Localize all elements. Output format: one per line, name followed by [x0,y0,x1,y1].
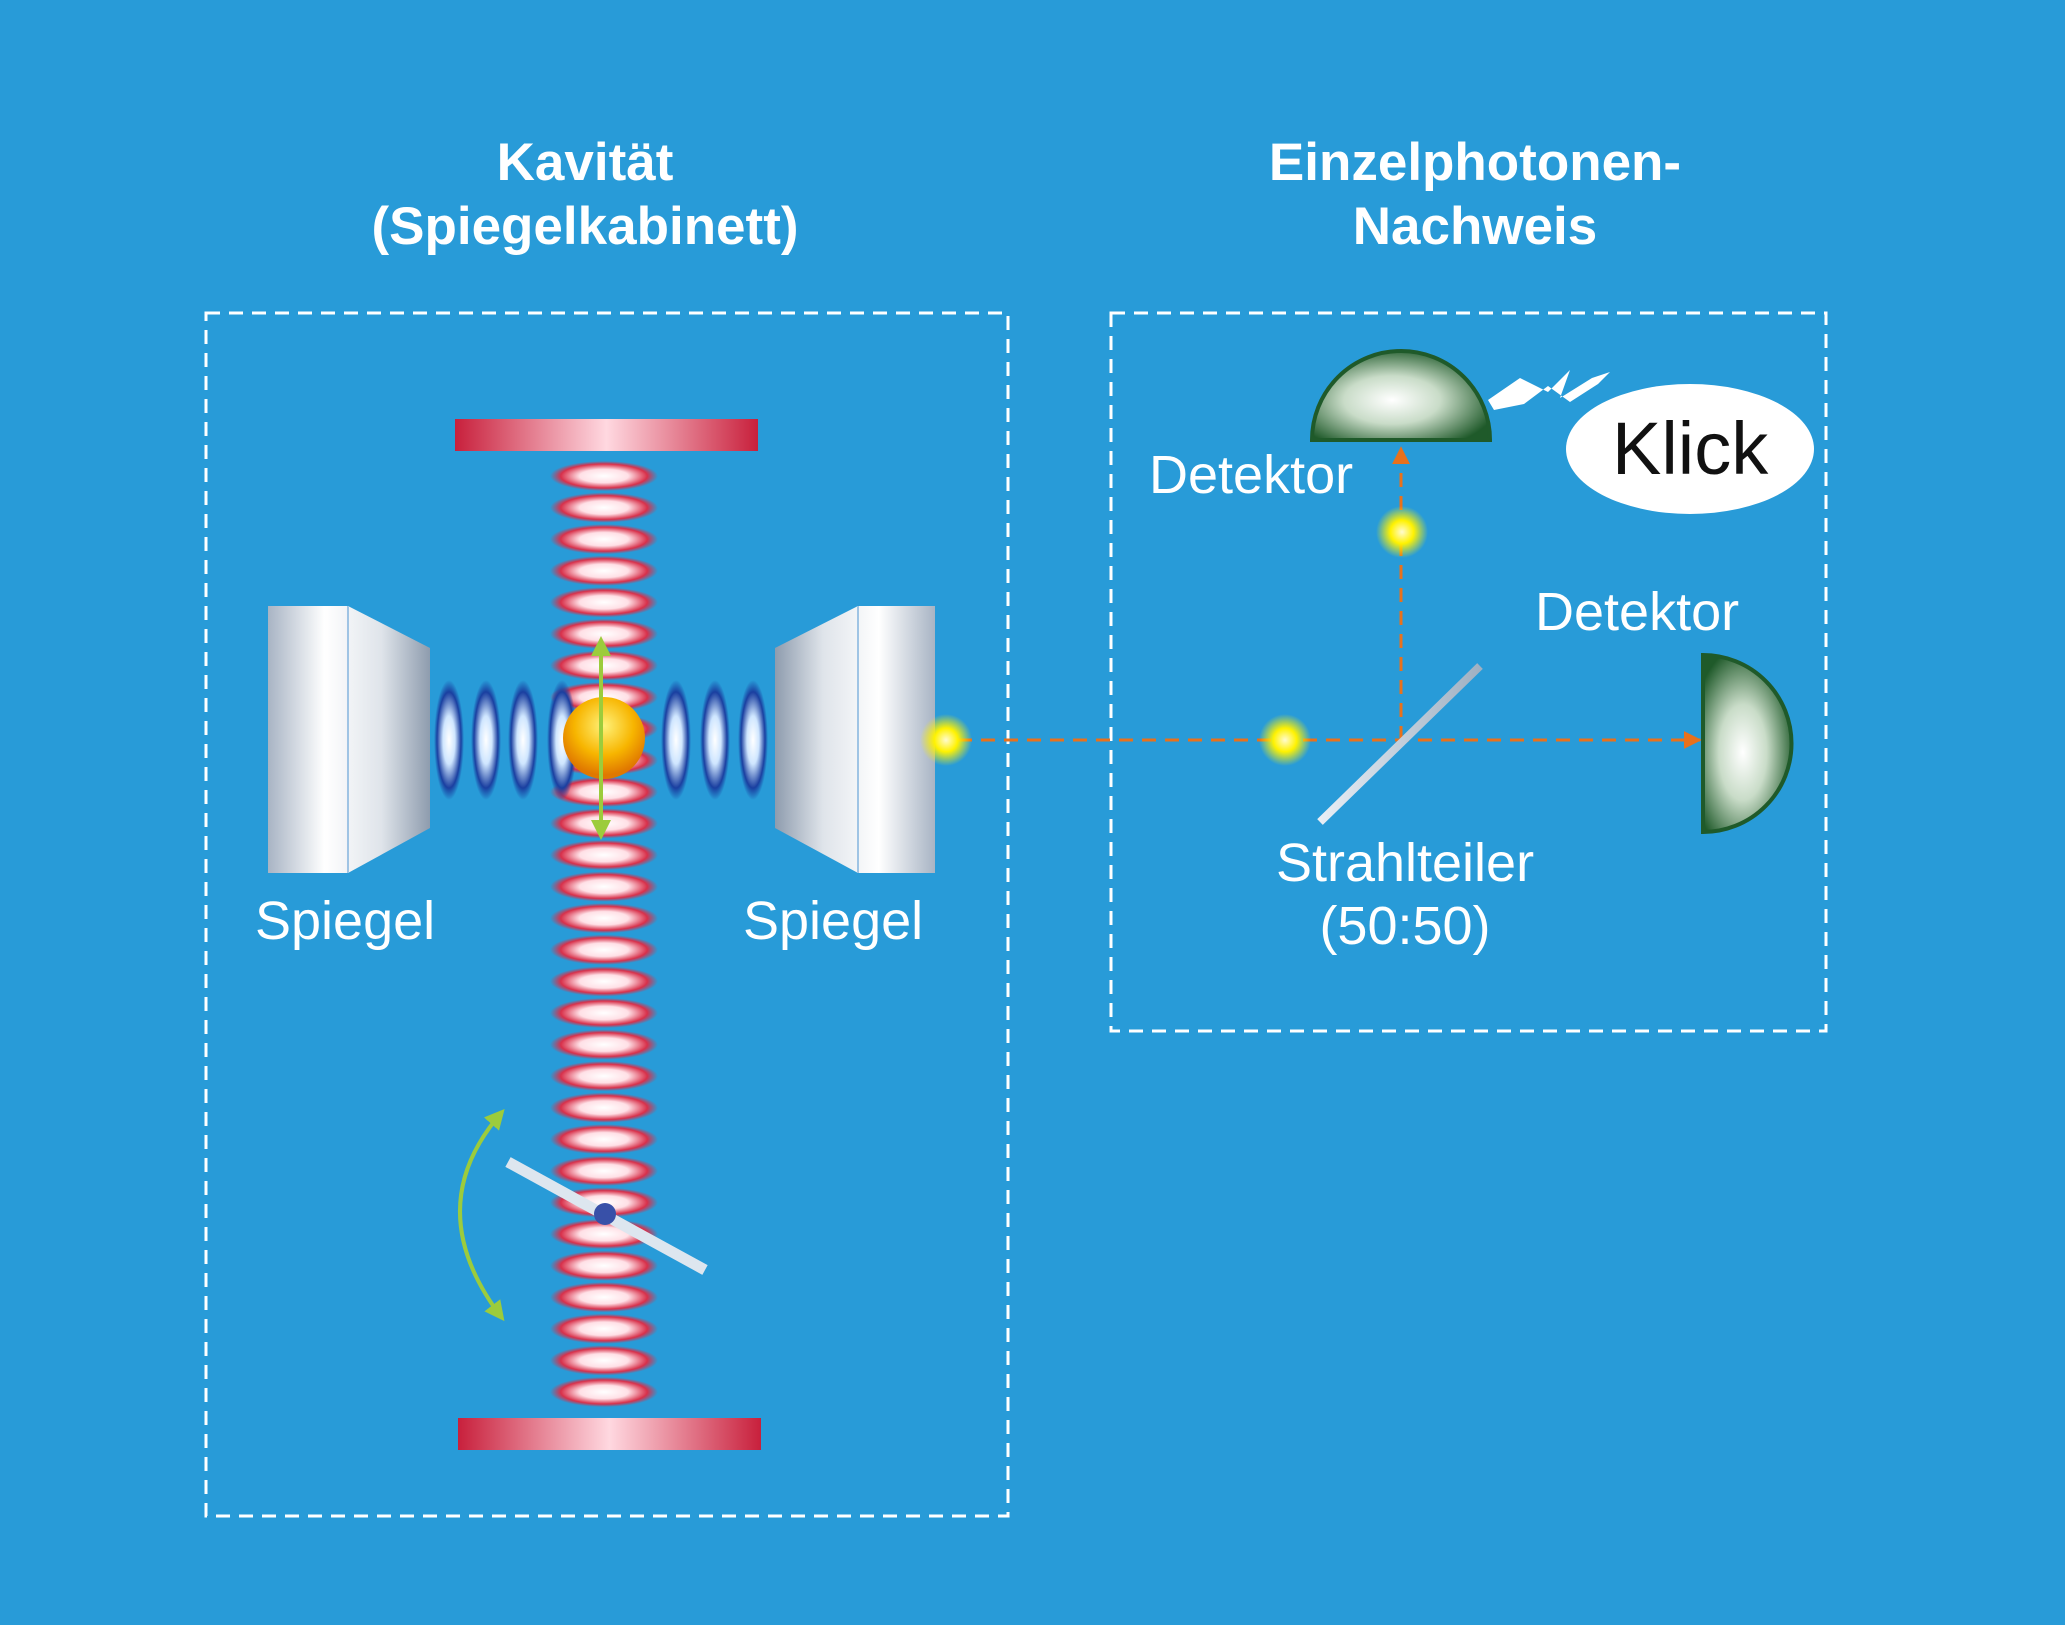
cavity-mirror-left [268,606,430,873]
red-fringe [550,618,658,649]
detector-top-label: Detektor [1149,445,1354,505]
red-fringe [550,808,658,839]
red-fringe [550,492,658,523]
red-fringe [550,871,658,902]
mirror-right-label: Spiegel [743,891,924,951]
red-fringe [550,903,658,934]
red-fringe [550,587,658,618]
detection-frame [1109,311,1828,1033]
detection-title: Einzelphotonen- Nachweis [1195,133,1755,257]
photon-exit [920,714,972,766]
red-fringe [550,998,658,1028]
blue-fringe [508,680,538,800]
blue-fringe [661,680,691,800]
cavity-mirror-right [775,606,935,873]
rotating-plate-pivot [594,1203,616,1225]
photon-up [1376,506,1428,558]
standing-wave-vertical [550,461,658,1407]
red-fringe [550,1377,658,1407]
blue-fringe [547,680,577,800]
blue-fringe [700,680,730,800]
red-fringe [550,461,658,491]
detection-title-line1: Einzelphotonen- [1268,133,1682,192]
cavity-title: Kavität (Spiegelkabinett) [305,133,865,257]
laser-mirror-bottom [458,1418,761,1450]
red-fringe [550,1313,658,1344]
blue-fringe [471,680,501,800]
cavity-title-line1: Kavität [496,133,674,192]
beam-splitter [1317,663,1483,825]
red-fringe [550,650,658,681]
click-text: Klick [1612,407,1769,490]
laser-mirror-top [455,419,758,451]
red-fringe [550,934,658,965]
detection-title-line2: Nachweis [1352,197,1598,257]
standing-wave-horizontal [434,680,768,800]
red-fringe [550,1061,658,1092]
photon-beam [1259,714,1311,766]
cavity-frame [204,311,1010,1518]
cavity-title-line2: (Spiegelkabinett) [371,197,799,257]
click-bubble [1566,384,1814,514]
red-fringe [550,1124,658,1155]
red-fringe [550,1029,658,1060]
red-fringe [550,1155,658,1186]
red-fringe [550,1250,658,1281]
red-fringe [550,1345,658,1376]
blue-fringe [434,680,464,800]
red-fringe [550,840,658,870]
beam-splitter-label: Strahlteiler (50:50) [1205,833,1605,957]
red-fringe [550,1092,658,1123]
detector-right [1701,652,1794,835]
beam-splitter-label-line1: Strahlteiler [1275,833,1535,893]
click-lightning [1488,370,1610,410]
mirror-left-label: Spiegel [255,891,436,951]
red-fringe [550,966,658,997]
detector-top [1309,349,1493,442]
blue-fringe [738,680,768,800]
red-fringe [550,524,658,555]
beam-splitter-label-line2: (50:50) [1319,896,1491,957]
red-fringe [550,1282,658,1313]
atom [563,697,645,779]
rotation-arrow [458,1108,505,1322]
red-fringe [550,555,658,586]
detector-right-label: Detektor [1535,582,1740,642]
